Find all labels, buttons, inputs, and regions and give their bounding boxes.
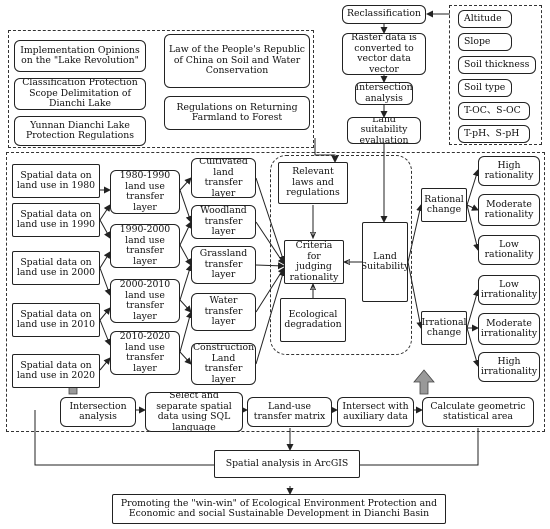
up-block-arrow-right	[413, 369, 435, 395]
factor-ph: T-pH、S-pH	[458, 125, 530, 143]
transfer-layer-2010-2020: 2010-2020 land use transfer layer	[110, 331, 180, 375]
type-layer-cultivated: Cultivated land transfer layer	[191, 158, 256, 198]
factor-soil-thickness: Soil thickness	[458, 56, 536, 74]
spatial-data-2000: Spatial data on land use in 2000	[12, 251, 100, 285]
factor-oc: T-OC、S-OC	[458, 102, 530, 120]
land-suitability-box: Land Suitability	[362, 222, 408, 302]
level-high-irrationality: High irrationality	[478, 352, 540, 382]
relevant-laws-box: Relevant laws and regulations	[278, 162, 348, 204]
land-suitability-evaluation-box: Land suitability evaluation	[347, 117, 421, 144]
ecological-degradation-box: Ecological degradation	[280, 298, 346, 342]
intersect-auxiliary-box: Intersect with auxiliary data	[337, 397, 414, 427]
goal-box: Promoting the "win-win" of Ecological En…	[112, 494, 446, 524]
intersection-analysis-box: Intersection analysis	[355, 82, 413, 105]
spatial-data-2020: Spatial data on land use in 2020	[12, 354, 100, 388]
transfer-layer-2000-2010: 2000-2010 land use transfer layer	[110, 279, 180, 323]
type-layer-grassland: Grassland transfer layer	[191, 246, 256, 284]
level-low-irrationality: Low irrationality	[478, 275, 540, 305]
level-high-rationality: High rationality	[478, 156, 540, 186]
spatial-data-1990: Spatial data on land use in 1990	[12, 203, 100, 237]
type-layer-water: Water transfer layer	[191, 293, 256, 331]
core-region	[270, 155, 412, 355]
policy-lake-revolution: Implementation Opinions on the "Lake Rev…	[14, 40, 146, 72]
raster-to-vector-box: Raster data is converted to vector data …	[342, 33, 426, 75]
level-moderate-rationality: Moderate rationality	[478, 194, 540, 226]
level-moderate-irrationality: Moderate irrationality	[478, 313, 540, 345]
policy-region	[8, 30, 314, 148]
transfer-layer-1990-2000: 1990-2000 land use transfer layer	[110, 224, 180, 268]
spatial-data-2010: Spatial data on land use in 2010	[12, 303, 100, 337]
select-separate-sql-box: Select and separate spatial data using S…	[145, 392, 243, 432]
factor-soil-type: Soil type	[458, 79, 512, 97]
arcgis-box: Spatial analysis in ArcGIS	[214, 450, 360, 478]
type-layer-woodland: Woodland transfer layer	[191, 205, 256, 239]
factor-slope: Slope	[458, 33, 512, 51]
reclassification-box: Reclassification	[342, 5, 426, 24]
transfer-layer-1980-1990: 1980-1990 land use transfer layer	[110, 170, 180, 214]
irrational-change-box: Irrational change	[421, 311, 467, 345]
type-layer-construction: Construction Land transfer layer	[191, 343, 256, 385]
criteria-box: Criteria for judging rationality	[284, 240, 344, 284]
policy-returning-farmland: Regulations on Returning Farmland to For…	[164, 96, 310, 130]
factor-region	[449, 5, 542, 145]
calculate-area-box: Calculate geometric statistical area	[422, 397, 534, 427]
land-use-transfer-matrix-box: Land-use transfer matrix	[247, 397, 332, 427]
policy-dianchi-regulations: Yunnan Dianchi Lake Protection Regulatio…	[14, 116, 146, 146]
policy-protection-scope: Classification Protection Scope Delimita…	[14, 78, 146, 110]
analysis-region	[6, 152, 545, 432]
level-low-rationality: Low rationality	[478, 235, 540, 265]
intersection-analysis-bottom: Intersection analysis	[60, 397, 136, 427]
rational-change-box: Rational change	[421, 188, 467, 222]
spatial-data-1980: Spatial data on land use in 1980	[12, 164, 100, 198]
factor-altitude: Altitude	[458, 10, 512, 28]
policy-soil-water-law: Law of the People's Republic of China on…	[164, 34, 310, 88]
